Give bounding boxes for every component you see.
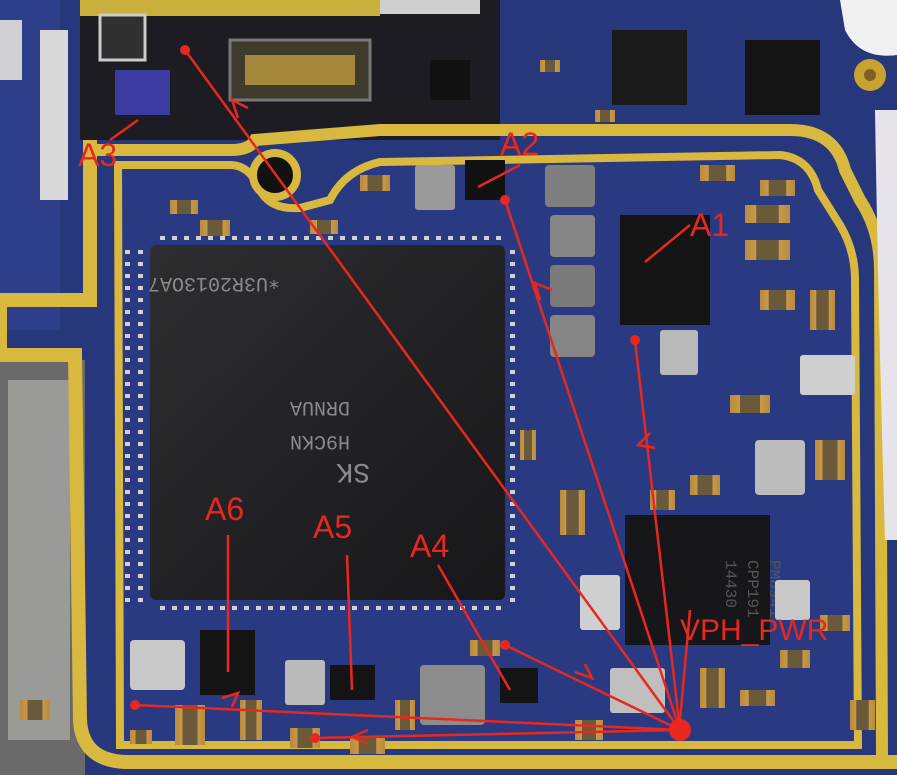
- pad-rows: [125, 236, 515, 610]
- pmic-marking-line3: 14430: [721, 560, 739, 608]
- chip-marking-line3: H9CKN: [290, 429, 350, 452]
- a2-chip: [465, 160, 505, 200]
- memory-chip: [150, 245, 505, 600]
- top-white-block: [380, 0, 480, 14]
- top-small-chip: [430, 60, 470, 100]
- memory-chip-marking: ∗U3R2013OA7 DRNUA H9CKN SK: [148, 271, 370, 486]
- pmic-marking-line2: CPP191: [743, 560, 761, 618]
- annotation-dots: [130, 45, 691, 743]
- a3-chip: [115, 70, 170, 115]
- top-dark-part: [98, 13, 147, 62]
- left-socket-inner: [8, 380, 70, 740]
- a4-part: [500, 668, 538, 703]
- label-a1: A1: [690, 207, 729, 243]
- label-vph-pwr: VPH_PWR: [680, 614, 828, 647]
- annotation-lines: [109, 49, 692, 746]
- vph-pwr-dot: [669, 719, 691, 741]
- chip-marking-line2: DRNUA: [290, 395, 350, 418]
- annotation-labels: A1 A2 A3 A4 A5 A6 VPH_PWR: [78, 126, 828, 647]
- label-a5: A5: [313, 509, 352, 545]
- top-chip-1: [612, 30, 687, 105]
- label-a6: A6: [205, 491, 244, 527]
- top-shield-yellow: [80, 0, 380, 16]
- pmic-chip: [625, 515, 770, 645]
- chip-marking-line1: ∗U3R2013OA7: [148, 271, 280, 294]
- a1-chip: [620, 215, 710, 325]
- label-a4: A4: [410, 528, 449, 564]
- inductors: [130, 165, 855, 725]
- left-edge-part2: [0, 20, 22, 80]
- top-connector-inner: [245, 55, 355, 85]
- chip-marking-line4: SK: [336, 455, 370, 486]
- left-edge-part: [40, 30, 68, 200]
- top-chip-2: [745, 40, 820, 115]
- label-a3: A3: [78, 137, 117, 173]
- board-cutout-right: [875, 110, 897, 540]
- label-a2: A2: [500, 126, 539, 162]
- gold-outline-outer: [0, 140, 897, 769]
- gold-outline-top: [90, 124, 888, 761]
- gold-pad-right-center: [864, 69, 876, 81]
- board-cutout: [840, 0, 897, 56]
